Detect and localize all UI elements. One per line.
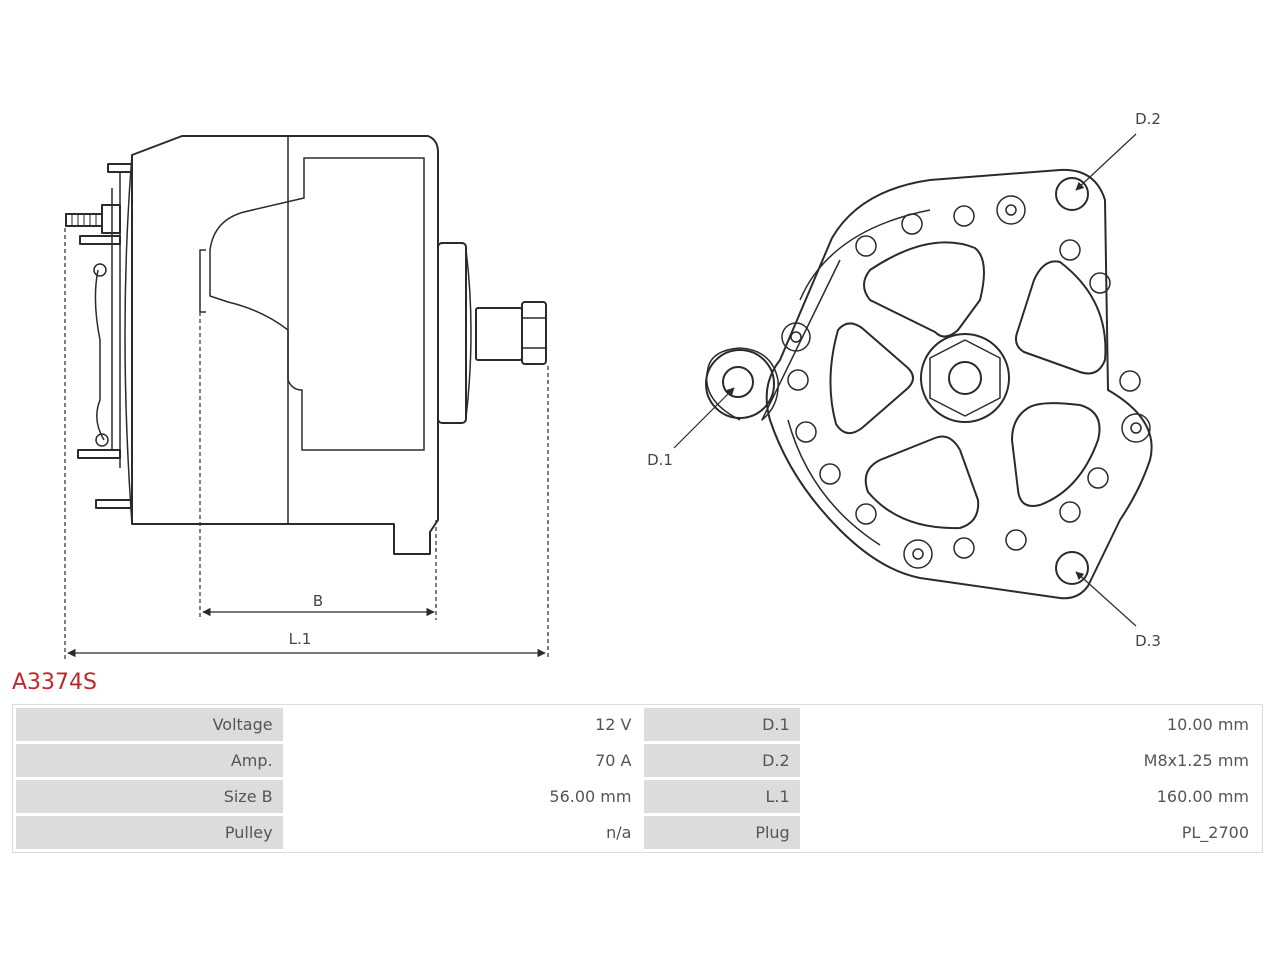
spec-value: 160.00 mm — [802, 780, 1259, 813]
spec-label: L.1 — [644, 780, 800, 813]
spec-label: Amp. — [16, 744, 283, 777]
leader-lines — [673, 133, 1137, 627]
dimension-lines — [64, 228, 549, 660]
dimension-label-b: B — [313, 592, 323, 610]
dimension-label-d2: D.2 — [1135, 110, 1161, 128]
spec-value: M8x1.25 mm — [802, 744, 1259, 777]
table-row: Voltage 12 V D.1 10.00 mm — [16, 708, 1259, 741]
spec-value: 12 V — [285, 708, 642, 741]
spec-value: 56.00 mm — [285, 780, 642, 813]
spec-label: Voltage — [16, 708, 283, 741]
spec-label: Plug — [644, 816, 800, 849]
table-row: Amp. 70 A D.2 M8x1.25 mm — [16, 744, 1259, 777]
dimension-label-l1: L.1 — [289, 630, 312, 648]
side-view — [65, 135, 547, 555]
front-view — [705, 168, 1153, 600]
spec-value: 10.00 mm — [802, 708, 1259, 741]
spec-label: D.1 — [644, 708, 800, 741]
spec-value: n/a — [285, 816, 642, 849]
spec-value: PL_2700 — [802, 816, 1259, 849]
part-number: A3374S — [12, 670, 98, 695]
spec-label: Pulley — [16, 816, 283, 849]
table-row: Size B 56.00 mm L.1 160.00 mm — [16, 780, 1259, 813]
specs-table: Voltage 12 V D.1 10.00 mm Amp. 70 A D.2 … — [12, 704, 1263, 853]
dimension-label-d3: D.3 — [1135, 632, 1161, 650]
dimension-label-d1: D.1 — [647, 451, 673, 469]
technical-drawing: B L.1 — [64, 110, 1161, 660]
spec-label: Size B — [16, 780, 283, 813]
spec-value: 70 A — [285, 744, 642, 777]
table-row: Pulley n/a Plug PL_2700 — [16, 816, 1259, 849]
spec-label: D.2 — [644, 744, 800, 777]
